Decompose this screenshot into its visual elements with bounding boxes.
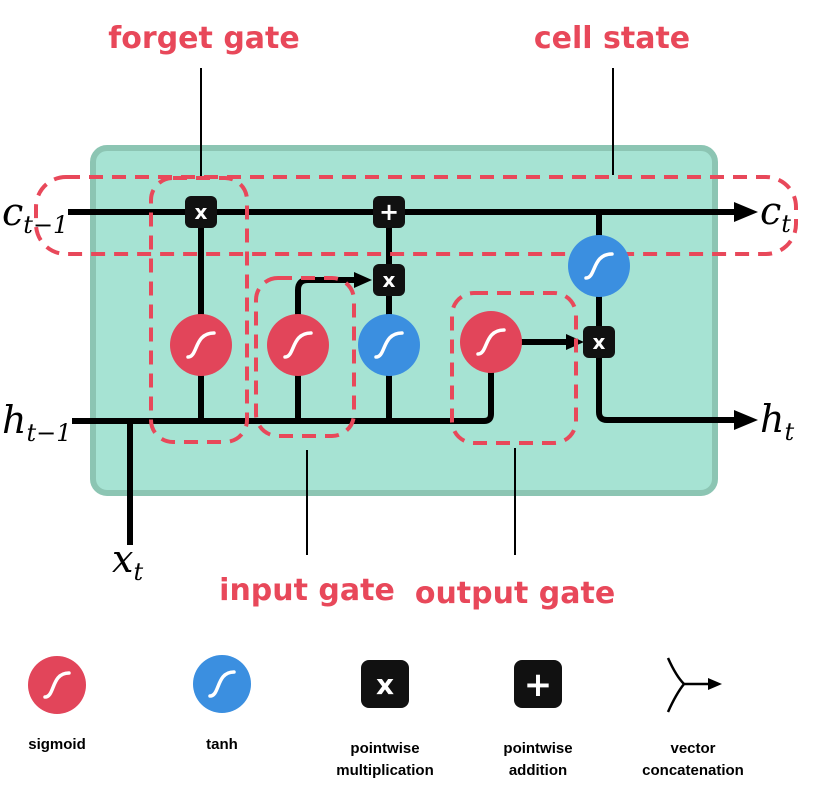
cell-state-label: cell state (534, 21, 690, 56)
mult-to-output (596, 356, 742, 423)
h-prev-label: ht−1 (2, 398, 72, 447)
forget-sigmoid-icon (170, 314, 232, 376)
input-sigmoid-icon (267, 314, 329, 376)
x-input-label: xt (112, 537, 143, 586)
candidate-tanh-icon (358, 314, 420, 376)
forget-gate-highlight (149, 176, 249, 444)
svg-text:x: x (195, 200, 208, 224)
svg-text:x: x (593, 330, 606, 354)
output-multiply-icon: x (583, 326, 615, 358)
sigmoid-icon (28, 656, 86, 714)
cell-out-arrowhead (734, 202, 758, 222)
legend-concatenation: vector concatenation (642, 657, 744, 779)
legend-sigmoid-label: sigmoid (28, 736, 86, 753)
legend-add: + pointwise addition (503, 660, 573, 779)
legend: sigmoid tanh x pointwise multiplication … (28, 655, 744, 779)
legend-add-label-1: pointwise (503, 740, 572, 757)
forget-gate-label: forget gate (108, 21, 299, 56)
legend-multiply: x pointwise multiplication (336, 660, 434, 779)
svg-text:x: x (383, 268, 396, 292)
hidden-bus (72, 370, 494, 424)
svg-text:x: x (376, 668, 394, 701)
add-icon: + (514, 660, 562, 708)
forget-multiply-icon: x (185, 196, 217, 228)
input-gate-label: input gate (219, 573, 395, 608)
legend-sigmoid: sigmoid (28, 656, 86, 753)
output-sigmoid-icon (460, 311, 522, 373)
svg-text:+: + (524, 665, 553, 705)
multiply-icon: x (361, 660, 409, 708)
legend-tanh: tanh (193, 655, 251, 753)
cell-add-icon: + (373, 196, 405, 228)
input-multiply-icon: x (373, 264, 405, 296)
legend-concatenation-label-2: concatenation (642, 762, 744, 779)
input-gate-highlight (254, 276, 356, 438)
legend-tanh-label: tanh (206, 736, 238, 753)
c-prev-label: ct−1 (2, 190, 68, 239)
legend-add-label-2: addition (509, 762, 567, 779)
c-next-label: ct (760, 189, 791, 238)
legend-multiply-label-1: pointwise (350, 740, 419, 757)
highlights (34, 175, 798, 445)
cell-tanh-icon (568, 235, 630, 297)
tanh-icon (193, 655, 251, 713)
h-next-label: ht (760, 397, 794, 446)
cell-state-highlight (34, 175, 798, 256)
legend-multiply-label-2: multiplication (336, 762, 434, 779)
operations: x + x x (185, 196, 615, 358)
activations (170, 235, 630, 376)
input-to-mult-arrowhead (354, 272, 372, 288)
output-gate-highlight (450, 291, 578, 445)
hidden-out-arrowhead (734, 410, 758, 430)
svg-text:+: + (379, 198, 399, 226)
output-gate-label: output gate (415, 576, 615, 611)
vector-concatenation-icon (666, 657, 722, 713)
legend-concatenation-label-1: vector (670, 740, 715, 757)
